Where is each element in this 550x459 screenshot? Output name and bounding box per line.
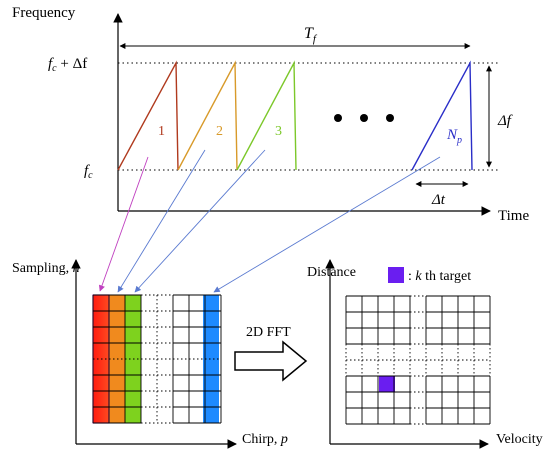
mapping-arrow-1 [98,156,149,292]
chirp-3-label: 3 [275,124,282,139]
chirp-3 [236,60,297,171]
chirp-axis-label: Chirp, p [242,432,288,447]
fft-label: 2D FFT [246,325,291,340]
sampling-chirp-matrix: Sampling, n Chirp, p [12,259,288,449]
chirp-2 [177,60,238,171]
range-velocity-grid [345,295,491,425]
chirp-time-frequency-plot: Frequency Time fc + Δf fc Tf Δf Δt 1 2 3 [12,5,529,224]
distance-axis-label: Distance [307,265,356,280]
frame-duration-label: Tf [304,25,318,45]
chirp-np-label: Np [446,127,462,146]
sampling-mapping-arrows [98,149,441,293]
time-axis-label: Time [498,208,529,224]
mapping-arrow-2 [117,149,206,293]
fft-arrow-icon [234,340,308,382]
mapping-arrow-3 [134,149,266,293]
chirp-np [411,60,473,171]
bandwidth-label: Δf [497,113,513,129]
ellipsis-dot [386,114,394,122]
chirp-2-label: 2 [216,124,223,139]
velocity-axis-label: Velocity [496,432,543,447]
frequency-axis-label: Frequency [12,5,76,21]
chirp-1-label: 1 [158,124,165,139]
fft-transform: 2D FFT [234,325,308,382]
target-legend-swatch [388,267,404,283]
ellipsis-dot [334,114,342,122]
sampling-grid [92,294,222,424]
chirp-duration-label: Δt [431,192,446,208]
sampling-axis-label: Sampling, n [12,261,80,276]
range-velocity-map: Distance Velocity : k th target [307,259,543,449]
chirp-1 [117,60,179,171]
target-legend-label: : k th target [408,269,471,284]
target-cell [379,376,395,392]
mapping-arrow-np [213,156,441,293]
ytick-fc: fc [84,163,93,181]
ellipsis-dot [360,114,368,122]
ytick-fc-plus-delta-f: fc + Δf [48,56,87,74]
